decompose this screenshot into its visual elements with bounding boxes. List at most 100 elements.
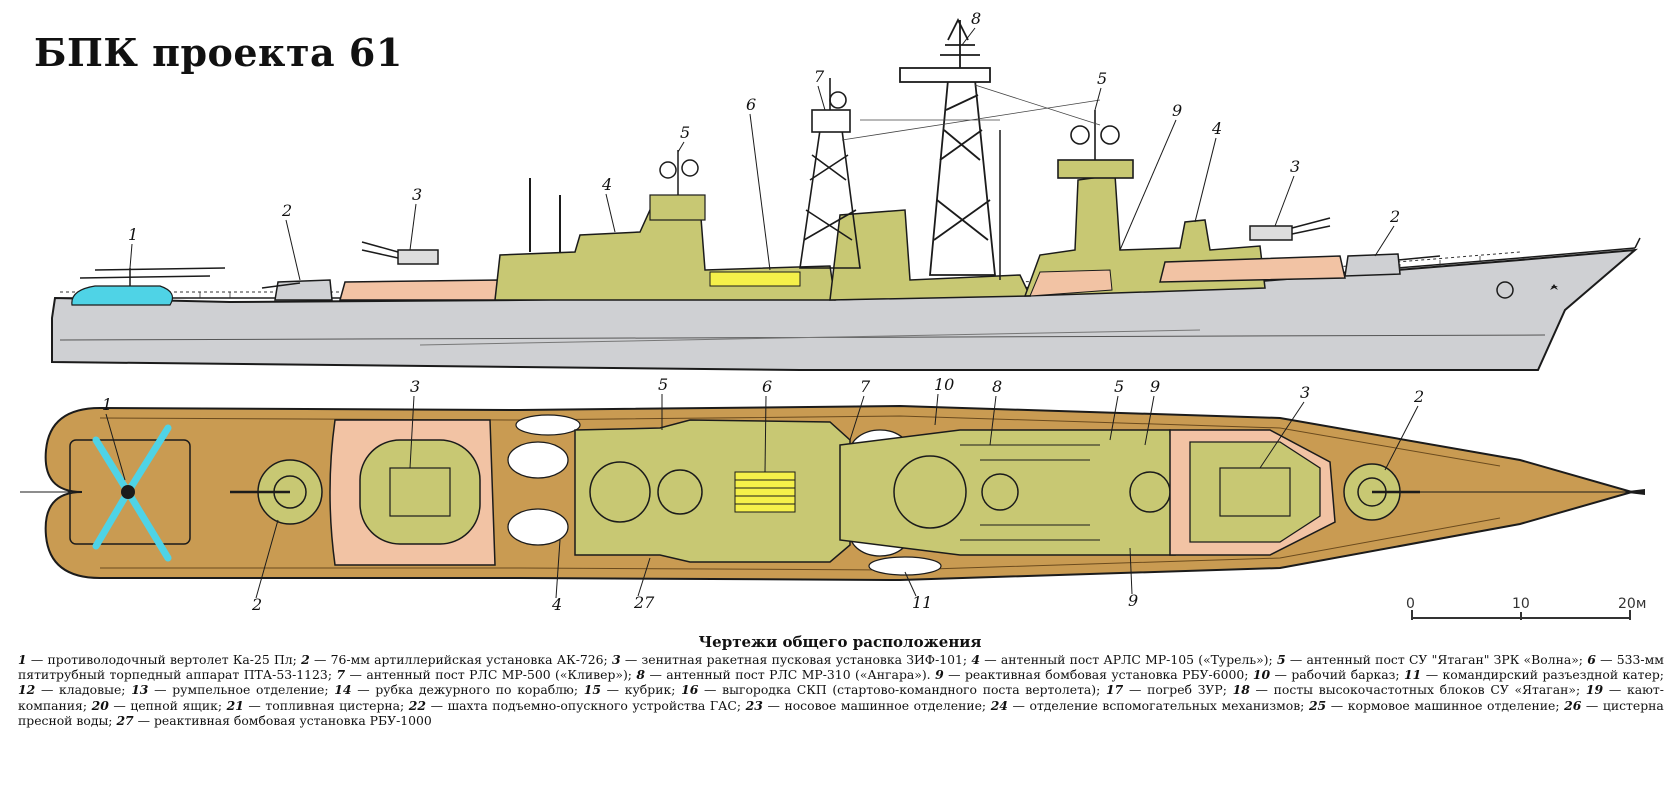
legend-text: рубка дежурного по кораблю;: [375, 682, 579, 698]
legend-text: выгородка СКП (стартово-командного поста…: [722, 682, 1101, 698]
legend-number: 13: [131, 682, 149, 698]
callout-leader: [764, 395, 767, 473]
legend-item: 10 — рабочий барказ;: [1252, 667, 1400, 683]
legend-number: 17: [1106, 682, 1124, 698]
legend-text: румпельное отделение;: [172, 682, 329, 698]
legend-item: 5 — антенный пост СУ "Ятаган" ЗРК «Волна…: [1276, 652, 1583, 667]
callout-leader: [1144, 395, 1155, 446]
callout-leader: [1129, 547, 1133, 595]
side-helicopter: [71, 267, 226, 306]
callout-number: 9: [1150, 377, 1160, 396]
legend-number: 16: [681, 682, 699, 698]
legend-item: 1 — противолодочный вертолет Ка-25 Пл;: [18, 652, 297, 667]
callout-leader: [409, 203, 417, 251]
callout-number: 5: [658, 375, 668, 394]
legend-item: 6 — 533-мм пятитрубный торпедный аппарат…: [18, 652, 1664, 683]
legend-text: противолодочный вертолет Ка-25 Пл;: [47, 652, 297, 667]
callout-number: 4: [551, 595, 562, 614]
legend-item: 24 — отделение вспомогательных механизмо…: [990, 697, 1305, 713]
plan-mid-superstructure: [574, 419, 851, 563]
legend-number: 12: [18, 682, 36, 698]
legend-item: 13 — румпельное отделение;: [131, 682, 329, 698]
callout-leader: [285, 219, 301, 281]
caption-title: Чертежи общего расположения: [698, 633, 982, 651]
callout-leader: [555, 539, 561, 599]
legend-number: 10: [1252, 667, 1271, 683]
legend-item: 27 — реактивная бомбовая установка РБУ-1…: [116, 712, 432, 728]
callout-leader: [1374, 225, 1395, 257]
side-gun-fwd: [1344, 253, 1441, 277]
legend-number: 4: [971, 652, 980, 667]
legend-text: рабочий барказ;: [1291, 667, 1400, 683]
legend-item: 2 — 76-мм артиллерийская установка АК-72…: [301, 652, 608, 667]
callout-leader: [1094, 87, 1102, 111]
legend-number: 15: [583, 682, 601, 698]
callout-number: 9: [1172, 101, 1182, 120]
legend-text: топливная цистерна;: [265, 697, 405, 713]
callout-number: 27: [633, 593, 655, 612]
legend-item: 22 — шахта подъемно-опускного устройства…: [408, 697, 742, 713]
legend-number: 3: [611, 652, 621, 667]
callout-number: 2: [1413, 387, 1424, 406]
side-mast-fwd: [1057, 110, 1134, 179]
legend-item: 8 — антенный пост РЛС МР-310 («Ангара»).: [636, 667, 931, 683]
side-mast-aft: [799, 78, 861, 269]
legend-text: реактивная бомбовая установка РБУ-1000: [153, 712, 432, 728]
callout-number: 1: [102, 395, 112, 414]
callout-leader: [1119, 119, 1177, 251]
callout-leader: [817, 85, 826, 111]
legend-text: 76-мм артиллерийская установка АК-726;: [330, 652, 608, 667]
legend-text: антенный пост РЛС МР-310 («Ангара»).: [666, 667, 931, 683]
legend-number: 14: [334, 682, 352, 698]
legend-text: командирский разъездной катер;: [1442, 667, 1664, 683]
legend-text: реактивная бомбовая установка РБУ-6000;: [964, 667, 1249, 683]
legend-item: 23 — носовое машинное отделение;: [745, 697, 987, 713]
legend-text: кубрик;: [624, 682, 676, 698]
callout-leader: [1194, 137, 1217, 223]
side-hull: [51, 248, 1639, 371]
legend-item: 19 — кают-компания;: [18, 682, 1664, 713]
callout-number: 4: [1211, 119, 1222, 138]
legend-item: 4 — антенный пост АРЛС МР-105 («Турель»)…: [971, 652, 1273, 667]
side-torpedo-tubes: [709, 271, 801, 287]
legend-text: кают-компания;: [18, 682, 1664, 713]
legend-number: 6: [1587, 652, 1596, 667]
scale-tick-20: 20м: [1618, 596, 1646, 612]
side-gun-aft: [261, 279, 333, 301]
legend-item: 25 — кормовое машинное отделение;: [1308, 697, 1560, 713]
callout-number: 2: [281, 201, 292, 220]
legend-text: антенный пост РЛС МР-500 («Кливер»);: [366, 667, 632, 683]
callout-leader: [1109, 395, 1119, 441]
callout-number: 3: [1290, 157, 1300, 176]
callout-leader: [749, 113, 771, 271]
callout-number: 9: [1128, 591, 1138, 610]
callout-leader: [105, 413, 126, 481]
legend-number: 7: [336, 667, 346, 683]
callout-number: 11: [912, 593, 932, 612]
callout-leader: [409, 395, 415, 469]
legend-text: шахта подъемно-опускного устройства ГАС;: [447, 697, 742, 713]
legend-text: отделение вспомогательных механизмов;: [1029, 697, 1305, 713]
legend-number: 8: [636, 667, 646, 683]
legend-text: погреб ЗУР;: [1147, 682, 1227, 698]
legend-text: кладовые;: [59, 682, 126, 698]
callout-number: 3: [1300, 383, 1310, 402]
callout-number: 5: [1097, 69, 1107, 88]
legend-item: 7 — антенный пост РЛС МР-500 («Кливер»);: [336, 667, 632, 683]
legend-number: 25: [1308, 697, 1327, 713]
callout-number: 1: [128, 225, 138, 244]
plan-helicopter: [92, 424, 172, 562]
legend-number: 20: [91, 697, 109, 713]
legend-text: антенный пост СУ "Ятаган" ЗРК «Волна»;: [1306, 652, 1583, 667]
legend-item: 3 — зенитная ракетная пусковая установка…: [611, 652, 968, 667]
callout-leader: [934, 393, 939, 426]
legend-item: 17 — погреб ЗУР;: [1106, 682, 1227, 698]
callout-leader: [849, 395, 865, 441]
legend-number: 23: [745, 697, 763, 713]
plan-torpedo-tubes: [734, 471, 796, 513]
callout-leader: [961, 27, 976, 46]
